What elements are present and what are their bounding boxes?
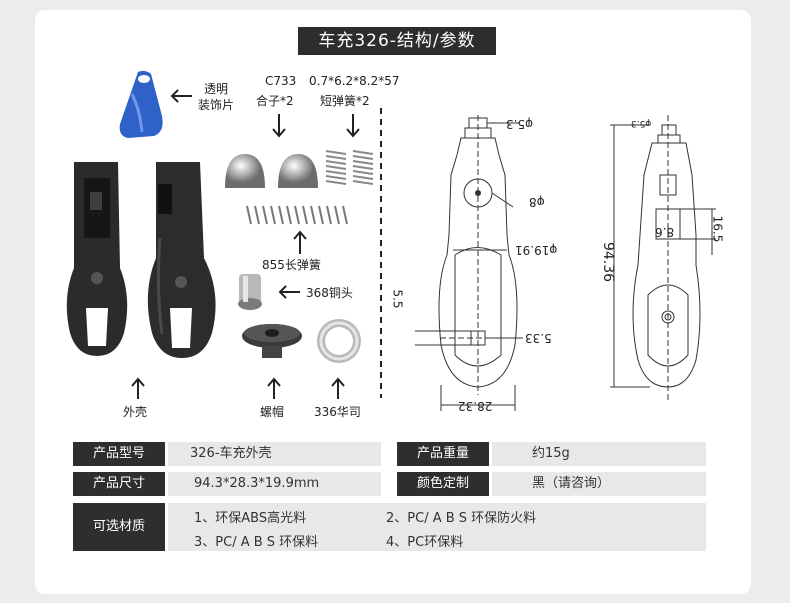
front-view-drawing — [415, 115, 523, 411]
cap-label: 透明 装饰片 — [198, 81, 234, 113]
nut-label: 螺帽 — [260, 405, 285, 419]
arrow-up-icon — [131, 377, 145, 399]
spec-key-color: 颜色定制 — [397, 472, 489, 496]
arrow-up-icon — [331, 377, 345, 399]
short-spring-label: 短弹簧*2 — [320, 94, 370, 108]
dim-front-left: 5.5 — [390, 289, 405, 309]
page-title: 车充326-结构/参数 — [298, 27, 496, 55]
spec-key-materials: 可选材质 — [73, 503, 165, 551]
alloy-label: 合子*2 — [256, 94, 294, 108]
shell-label: 外壳 — [123, 405, 148, 419]
arrow-down-icon — [346, 114, 360, 138]
dim-side-slot: 8.6 — [655, 225, 675, 239]
short-spring-image — [352, 150, 374, 185]
spec-value-model: 326-车充外壳 — [168, 442, 381, 466]
copper-head-label: 368铜头 — [306, 286, 353, 300]
dim-front-bottom: 28.32 — [458, 399, 493, 413]
spec-value-weight: 约15g — [492, 442, 706, 466]
materials-box — [168, 503, 706, 551]
nut-image — [242, 324, 302, 358]
arrow-left-icon — [170, 89, 192, 103]
material-item: 2、PC/ A B S 环保防火料 — [386, 511, 537, 526]
cap-label-line1: 透明 — [204, 82, 229, 96]
arrow-down-icon — [272, 114, 286, 138]
spec-key-model: 产品型号 — [73, 442, 165, 466]
material-item: 1、环保ABS高光料 — [194, 511, 307, 526]
long-spring-label: 855长弹簧 — [262, 258, 321, 272]
dim-front-width: φ19.91 — [515, 243, 558, 257]
alloy-dome-image — [278, 154, 318, 188]
spec-value-color: 黑（请咨询） — [492, 472, 706, 496]
side-view-drawing — [610, 115, 716, 400]
spec-key-weight: 产品重量 — [397, 442, 489, 466]
short-spring-code: 0.7*6.2*8.2*57 — [309, 74, 400, 88]
dim-front-small: 5.33 — [525, 331, 552, 345]
washer-image — [317, 319, 361, 363]
alloy-code: C733 — [265, 74, 297, 88]
dim-side-height: 94.36 — [600, 241, 617, 283]
short-spring-image — [325, 150, 347, 185]
dim-side-top: φ5.3 — [631, 118, 652, 128]
shell-inside-image — [66, 162, 128, 356]
long-spring-image — [246, 205, 348, 225]
dim-side-slot-h: 16.5 — [710, 215, 725, 243]
spec-key-size: 产品尺寸 — [73, 472, 165, 496]
dashed-divider — [380, 108, 382, 398]
cap-label-line2: 装饰片 — [198, 98, 235, 112]
material-item: 4、PC环保料 — [386, 535, 464, 550]
spec-value-size: 94.3*28.3*19.9mm — [168, 472, 381, 496]
transparent-cap-image — [119, 70, 163, 138]
shell-outside-image — [147, 162, 216, 358]
washer-label: 336华司 — [314, 405, 361, 419]
arrow-up-icon — [293, 230, 307, 254]
dim-front-hole: φ8 — [529, 195, 545, 209]
material-item: 3、PC/ A B S 环保料 — [194, 535, 319, 550]
alloy-dome-image — [225, 154, 265, 188]
arrow-left-icon — [278, 285, 300, 299]
copper-head-image — [238, 274, 262, 310]
dim-front-top: φ5.3 — [506, 117, 533, 131]
arrow-up-icon — [267, 377, 281, 399]
